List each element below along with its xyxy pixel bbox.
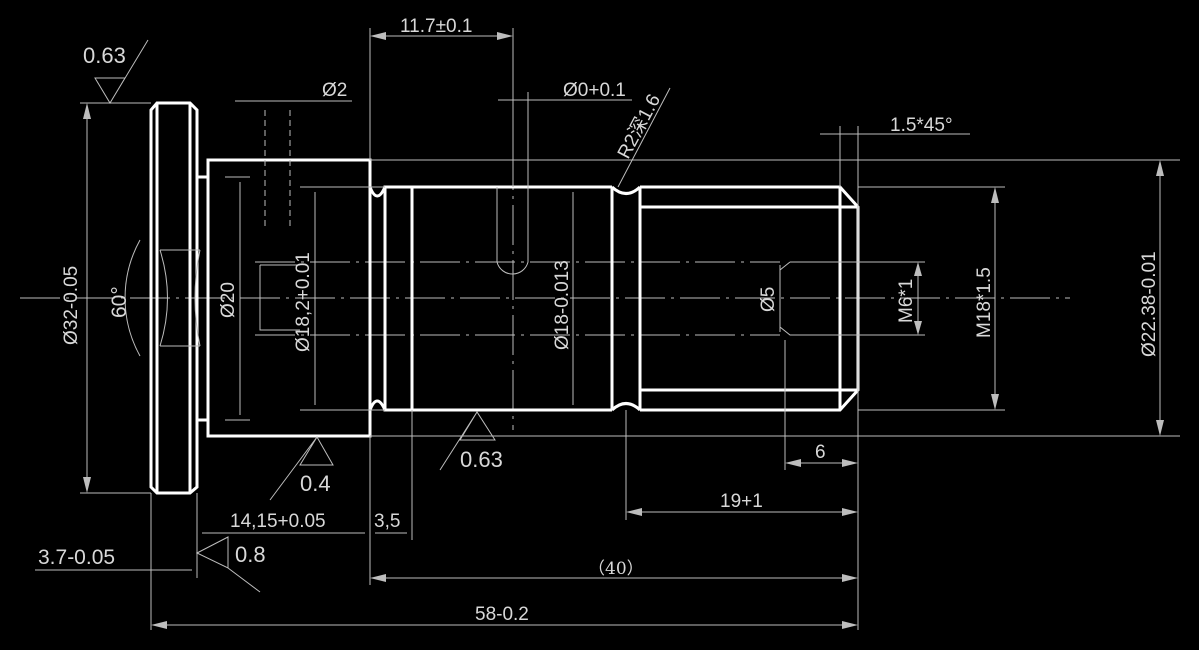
- dim-inner-thread: M6*1: [896, 279, 917, 323]
- dim-thread-depth: 6: [815, 442, 826, 463]
- dim-hub-dia: Ø20: [218, 282, 239, 318]
- dim-shaft-dia: Ø18-0.013: [552, 260, 573, 350]
- dim-angle: 60°: [108, 286, 131, 318]
- groove-note: R2深1.6: [613, 90, 665, 162]
- roughness-flange-top: 0.63: [83, 43, 126, 68]
- dim-bore-dia: Ø18,2+0.01: [293, 252, 314, 352]
- dim-thread-length: 19+1: [720, 491, 763, 512]
- roughness-symbols: [94, 39, 496, 593]
- dim-chamfer: 1.5*45°: [890, 115, 953, 136]
- dim-ref-length: （40）: [588, 559, 644, 579]
- roughness-hub: 0.4: [300, 471, 331, 496]
- dim-top-length: 11.7±0.1: [400, 16, 472, 37]
- dim-max-dia: Ø22.38-0.01: [1139, 251, 1160, 357]
- arrowheads: [83, 32, 1164, 629]
- roughness-flange-face: 0.8: [235, 542, 266, 567]
- dim-hub-length: 14,15+0.05: [230, 511, 326, 532]
- dimension-labels: 11.7±0.1 Ø2 Ø0+0.1 R2深1.6 1.5*45° Ø32-0.…: [38, 16, 1160, 625]
- dim-flange-dia: Ø32-0.05: [61, 266, 82, 345]
- dim-drill-dia: Ø5: [758, 287, 779, 312]
- dim-total-length: 58-0.2: [475, 604, 529, 625]
- dim-outer-thread: M18*1.5: [974, 267, 995, 338]
- dimension-lines: [35, 28, 1180, 630]
- dim-flange-thickness: 3.7-0.05: [38, 546, 115, 569]
- dim-slot-tol: Ø0+0.1: [563, 80, 626, 101]
- part-outline: [149, 101, 860, 495]
- roughness-shaft: 0.63: [460, 447, 503, 472]
- dim-hole-dia: Ø2: [322, 80, 347, 101]
- dim-collar-length: 3,5: [374, 511, 400, 532]
